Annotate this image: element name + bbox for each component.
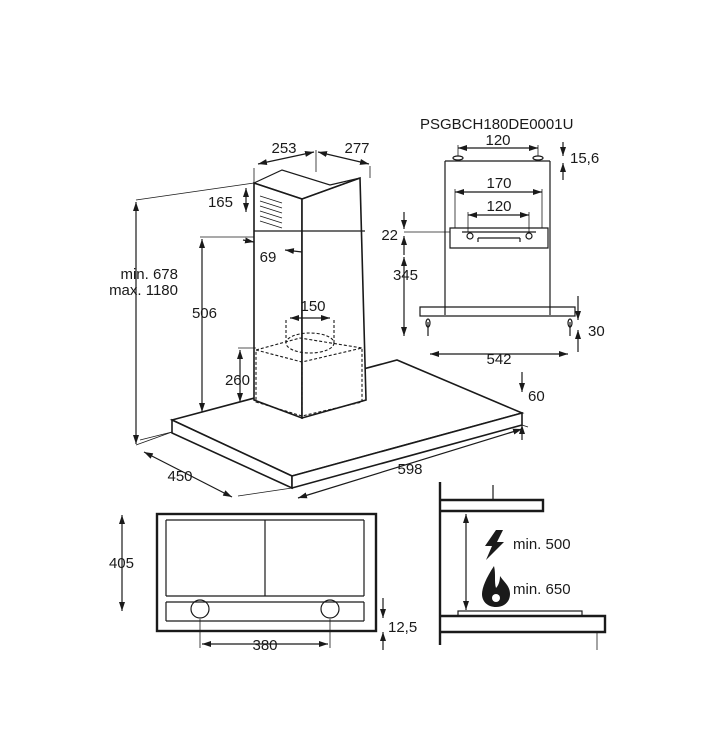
dim-60-label: 60: [528, 388, 545, 405]
dim-150-label: 150: [300, 298, 325, 315]
bracket-plate: [449, 227, 549, 249]
clearance-cooktop: [440, 614, 607, 634]
dim-598-label: 598: [397, 461, 422, 478]
hood-isometric-view: 253 277 165 69 min. 678 max. 1180 506 15…: [109, 140, 545, 499]
top-hole-right: [532, 155, 544, 161]
chimney-front: [253, 181, 303, 420]
electric-icon: [485, 530, 504, 560]
dim-69-label: 69: [260, 249, 277, 266]
clearance-electric-label: min. 500: [513, 536, 571, 553]
dim-345-label: 345: [393, 267, 418, 284]
bracket-hole-right: [525, 232, 533, 240]
dim-542-label: 542: [486, 351, 511, 368]
dim-total-min-label: min. 678: [120, 266, 178, 283]
dim-bracket-holes-label: 120: [486, 198, 511, 215]
dim-22-label: 22: [381, 227, 398, 244]
dim-598-line: [297, 428, 523, 499]
clearance-view: min. 500 min. 650: [438, 482, 607, 650]
dim-277-line: [317, 151, 370, 165]
model-code: PSGBCH180DE0001U: [420, 116, 573, 133]
bracket-detail-view: PSGBCH180DE0001U 120 15,6 170 120 22: [381, 116, 604, 368]
bracket-bottom-ledge: [419, 306, 576, 317]
motor-box: [255, 337, 363, 417]
bottom-hole-right: [567, 318, 573, 328]
dim-170-label: 170: [486, 175, 511, 192]
dim-380-label: 380: [252, 637, 277, 654]
bracket-top-plate: [444, 160, 551, 315]
top-hole-left: [452, 155, 464, 161]
dim-69-line-b: [284, 248, 303, 255]
bottom-hole-right: [320, 599, 340, 619]
dim-15-6-label: 15,6: [570, 150, 599, 167]
vent-grille: [259, 195, 283, 229]
dim-253-line: [257, 150, 315, 166]
bottom-outline: [155, 512, 378, 633]
bottom-hole-left: [190, 599, 210, 619]
dim-277-label: 277: [344, 140, 369, 157]
dim-450-label: 450: [167, 468, 192, 485]
dim-total-max-label: max. 1180: [109, 282, 178, 299]
dim-30-label: 30: [588, 323, 605, 340]
dim-top-holes-label: 120: [485, 132, 510, 149]
outlet-sides: [285, 320, 335, 343]
dim-253-label: 253: [271, 140, 296, 157]
dim-260-label: 260: [225, 372, 250, 389]
dim-165-label: 165: [208, 194, 233, 211]
gas-flame-icon: [482, 566, 510, 607]
dim-405-label: 405: [109, 555, 134, 572]
dim-450-line: [143, 451, 233, 498]
bottom-hole-left: [425, 318, 431, 328]
clearance-hood: [440, 498, 545, 513]
bracket-hole-left: [466, 232, 474, 240]
dim-12-5-label: 12,5: [388, 619, 417, 636]
dim-506-label: 506: [192, 305, 217, 322]
dim-69-line-a: [242, 237, 255, 244]
clearance-gas-label: min. 650: [513, 581, 571, 598]
chimney-top: [253, 169, 361, 200]
bottom-view: 405 380 12,5: [109, 512, 417, 654]
